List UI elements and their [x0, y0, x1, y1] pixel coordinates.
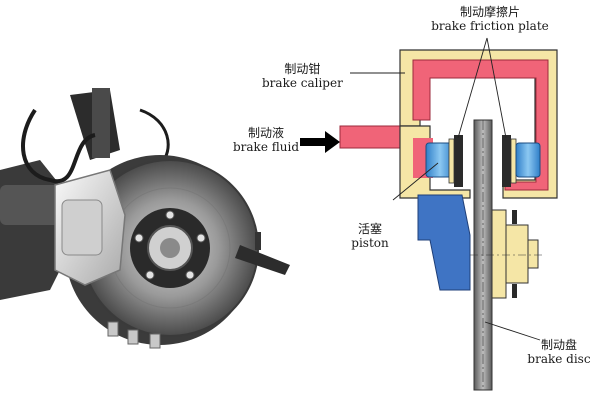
hub-studs — [512, 210, 517, 298]
label-disc-en: brake disc — [527, 352, 591, 366]
fluid-arrow-icon — [300, 131, 340, 153]
leader-friction-left — [457, 37, 488, 139]
label-caliper: 制动钳 brake caliper — [262, 62, 343, 90]
hub-body-shape — [505, 224, 529, 284]
label-disc: 制动盘 brake disc — [520, 338, 598, 366]
pad-backing-left-shape — [448, 138, 455, 184]
label-fluid: 制动液 brake fluid — [226, 126, 306, 154]
strut-rod-shape — [92, 88, 110, 158]
brake-assembly-photo — [0, 88, 290, 349]
lug-studs — [134, 210, 206, 280]
label-friction-plate: 制动摩擦片 brake friction plate — [415, 5, 565, 33]
friction-pad-left-shape — [454, 135, 463, 187]
leader-friction-right — [486, 37, 507, 139]
piston-right-shape — [515, 142, 541, 178]
label-piston: 活塞 piston — [345, 222, 395, 250]
label-friction-plate-en: brake friction plate — [431, 19, 549, 33]
label-piston-cn: 活塞 — [357, 222, 382, 236]
leader-lines — [350, 37, 541, 341]
axle-shape — [0, 185, 70, 225]
tie-rod-bolt-shape — [255, 232, 261, 250]
leader-piston — [392, 162, 439, 201]
label-friction-plate-cn: 制动摩擦片 — [459, 5, 520, 19]
mount-bolts — [107, 321, 161, 349]
pad-backing-right-shape — [510, 138, 517, 184]
caliper-piston-housing-shape — [61, 199, 103, 256]
hub-nose-shape — [527, 239, 539, 269]
friction-pad-right-shape — [502, 135, 511, 187]
label-caliper-cn: 制动钳 — [284, 62, 321, 76]
label-caliper-en: brake caliper — [262, 76, 343, 90]
mount-bracket-shape — [417, 194, 471, 291]
label-fluid-en: brake fluid — [232, 140, 299, 154]
tie-rod-shape — [235, 245, 290, 275]
hub-flange-shape — [491, 209, 507, 299]
label-fluid-cn: 制动液 — [247, 126, 284, 140]
fluid-channel-shape — [412, 59, 549, 191]
hub-center-shape — [160, 238, 180, 258]
label-disc-cn: 制动盘 — [540, 338, 577, 352]
brake-hose-shape — [21, 108, 96, 184]
brake-schematic — [300, 37, 558, 391]
label-piston-en: piston — [351, 236, 389, 250]
leader-disc — [484, 321, 541, 341]
